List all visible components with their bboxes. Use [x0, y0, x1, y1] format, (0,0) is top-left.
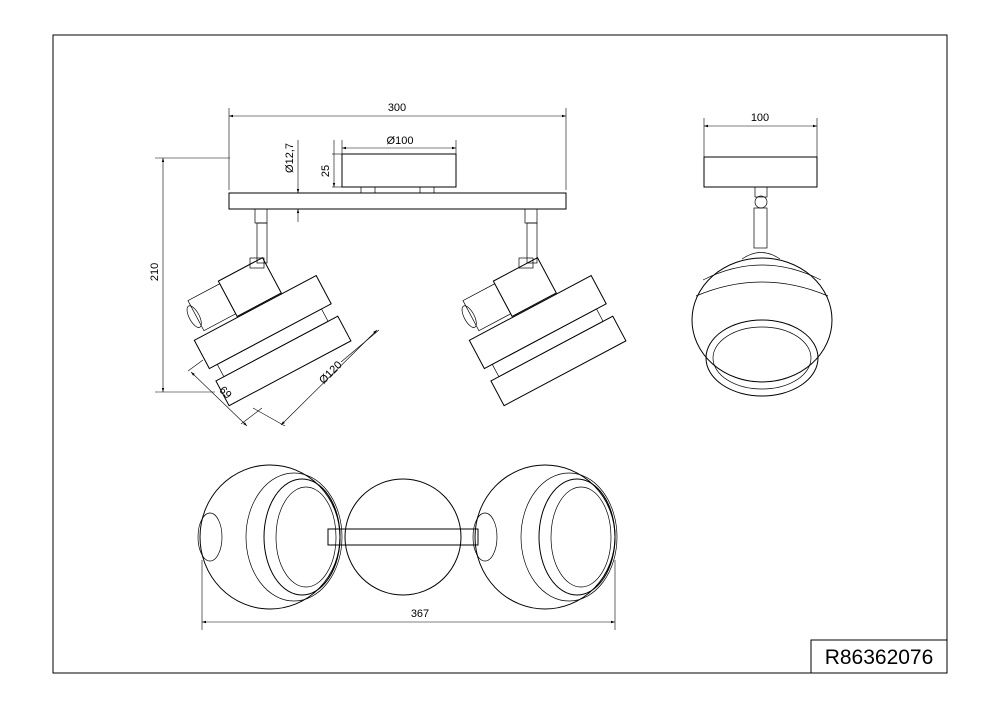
- svg-text:Ø120: Ø120: [317, 359, 345, 387]
- svg-text:210: 210: [149, 263, 161, 281]
- title-block: R86362076: [810, 639, 948, 674]
- svg-text:100: 100: [751, 112, 769, 124]
- svg-text:Ø12,7: Ø12,7: [284, 143, 296, 173]
- svg-text:Ø100: Ø100: [387, 135, 414, 147]
- dim-canopy-height: 25: [320, 140, 342, 188]
- dim-canopy-diameter: Ø100: [341, 135, 457, 154]
- dim-top-length: 367: [201, 560, 616, 630]
- side-head-outer: [691, 257, 833, 383]
- top-canopy: [344, 478, 462, 596]
- right-spot-head: [461, 256, 627, 407]
- side-head-rim: [705, 319, 819, 397]
- svg-text:300: 300: [388, 102, 406, 114]
- dim-head-depth: 69: [187, 359, 263, 427]
- top-view: 367: [197, 464, 618, 630]
- product-code: R86362076: [825, 646, 934, 669]
- svg-text:25: 25: [320, 165, 332, 177]
- drawing-frame: [52, 34, 948, 674]
- svg-text:367: 367: [411, 608, 429, 620]
- top-bar: [327, 528, 479, 546]
- top-right-head: [472, 464, 618, 610]
- dim-head-diameter: Ø120: [252, 329, 380, 427]
- front-view: 300 Ø100 25 Ø12,7 210: [149, 102, 627, 427]
- top-left-head: [197, 464, 343, 610]
- dim-front-width: 300: [228, 102, 567, 190]
- dim-side-width: 100: [703, 112, 818, 157]
- side-canopy: [703, 156, 818, 188]
- mounting-bar: [228, 192, 567, 210]
- side-view: 100: [691, 112, 833, 397]
- dim-tube-diameter: Ø12,7: [284, 140, 310, 222]
- dim-total-height: 210: [149, 157, 230, 393]
- canopy: [341, 153, 457, 188]
